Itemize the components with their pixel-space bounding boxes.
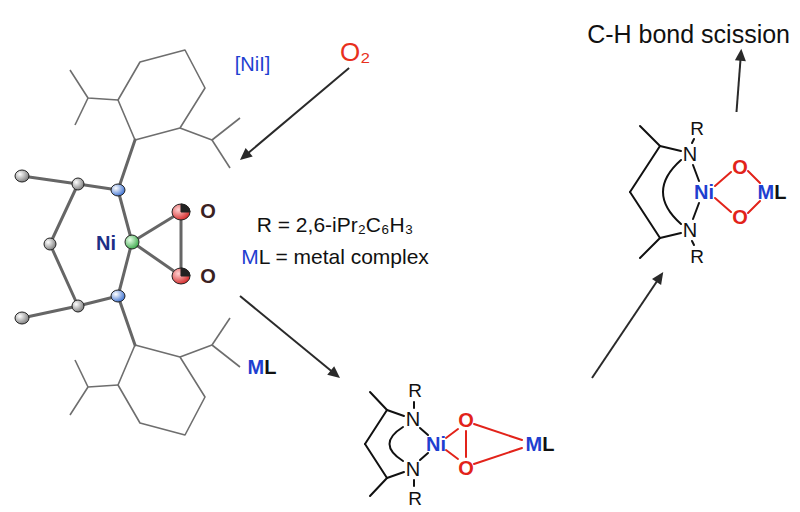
atom-label: N <box>406 459 420 479</box>
atom-label: ML <box>526 434 555 454</box>
aryl-wireframe <box>70 50 240 435</box>
atom-label: O <box>200 266 216 286</box>
atom-label: Ni <box>426 434 446 454</box>
atom-label: O <box>458 410 474 430</box>
atom-label: ML <box>758 182 787 202</box>
structure-node: NiOO <box>20 160 240 330</box>
atom-label: R <box>690 119 704 138</box>
thermal-ellipsoids <box>15 170 190 324</box>
atom-label: R <box>408 489 422 508</box>
atom-label: O <box>200 201 216 221</box>
atom-label: N <box>683 220 697 240</box>
arrow-shaft <box>737 59 741 112</box>
upper-structure-bonds <box>630 126 760 258</box>
atom-label: Ni <box>694 182 714 202</box>
atom-label: N <box>683 144 697 164</box>
node-text: O₂ <box>340 38 370 68</box>
reaction-arrow <box>735 49 746 112</box>
atom-label: Ni <box>96 233 116 253</box>
atom-label: O <box>732 207 748 227</box>
arrow-label: [NiI] <box>233 54 273 74</box>
legend-note: ML = metal complex <box>241 246 429 267</box>
structure-node: RNNiOOMLNR <box>340 378 592 510</box>
text-node: C-H bond scission <box>587 20 790 49</box>
structure-node: RNNiOOMLNR <box>570 112 792 272</box>
atom-label: R <box>690 247 704 266</box>
lower-structure-bonds <box>365 392 522 496</box>
node-text: C-H bond scission <box>587 20 790 49</box>
reaction-arrow <box>240 68 349 160</box>
crystal-bonds <box>22 140 181 345</box>
arrowhead <box>652 272 663 285</box>
arrowhead <box>735 49 746 61</box>
atom-label: N <box>406 409 420 429</box>
arrowhead <box>240 148 253 160</box>
reaction-arrow <box>240 296 340 378</box>
arrowhead <box>327 366 340 378</box>
reaction-arrow <box>592 272 663 378</box>
atom-label: O <box>732 157 748 177</box>
arrow-shaft <box>248 68 349 154</box>
arrow-shaft <box>592 280 658 378</box>
text-node: O₂ <box>340 38 370 68</box>
atom-label: R <box>408 381 422 400</box>
atom-label: O <box>458 458 474 478</box>
arrow-label: ML <box>246 357 279 377</box>
legend-note: R = 2,6-iPr₂C₆H₃ <box>257 214 413 235</box>
